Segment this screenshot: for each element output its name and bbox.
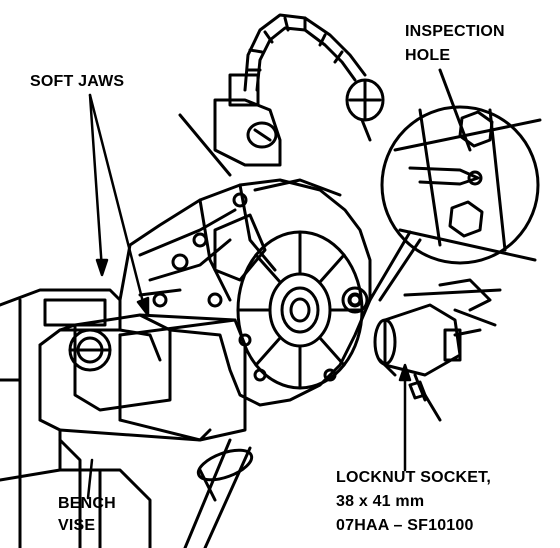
locknut-socket xyxy=(373,303,482,377)
sensor-harness xyxy=(213,13,385,167)
soft-jaws xyxy=(73,313,247,442)
locknut xyxy=(341,286,369,314)
soft-jaws-label: SOFT JAWS xyxy=(30,73,125,90)
locknut-socket-label-line2: 38 x 41 mm xyxy=(336,493,425,510)
shaft-end xyxy=(58,323,112,372)
inspection-hole-label-line1: INSPECTION xyxy=(405,23,505,40)
inspection-detail xyxy=(380,105,542,265)
bench-vise-label-line2: VISE xyxy=(58,517,96,534)
locknut-socket-label-line3: 07HAA – SF10100 xyxy=(336,517,474,534)
inspection-hole-label-line2: HOLE xyxy=(405,47,451,64)
harness-leader xyxy=(178,113,232,177)
wrench-handle xyxy=(403,278,502,327)
transmission-case xyxy=(118,178,372,407)
label-leaders xyxy=(86,93,412,500)
vise-handle xyxy=(183,438,254,548)
housing-face xyxy=(236,230,364,390)
locknut-socket-label-line1: LOCKNUT SOCKET, xyxy=(336,469,491,486)
detail-leaders xyxy=(368,68,472,302)
bench-vise-label-line1: BENCH xyxy=(58,495,116,512)
small-bolts xyxy=(378,358,442,422)
